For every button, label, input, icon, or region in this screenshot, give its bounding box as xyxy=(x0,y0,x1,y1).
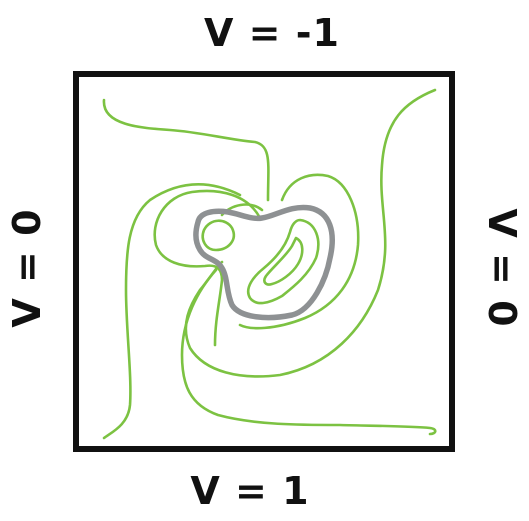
contour-line-outer-top-right xyxy=(184,88,437,378)
bottom-boundary-label: V = 1 xyxy=(190,469,309,513)
contour-line-right-lobe-ring xyxy=(246,218,320,305)
contour-line-inner-ring xyxy=(201,219,236,252)
left-boundary-label: V = 0 xyxy=(5,208,49,327)
contour-lines xyxy=(102,88,437,440)
contour-line-right-inner-loop xyxy=(263,236,304,286)
contour-line-upper-arc xyxy=(238,173,360,330)
contour-line-left-lobe-outer xyxy=(153,189,262,347)
contour-line-outer-top-left xyxy=(102,98,270,202)
right-boundary-label: V = 0 xyxy=(480,208,524,327)
top-boundary-label: V = -1 xyxy=(204,11,340,55)
highlighted-contour xyxy=(193,204,335,321)
boundary-square xyxy=(73,71,455,452)
contour-line-left-sweep xyxy=(102,183,242,440)
contour-line-bottom-sweep xyxy=(180,268,437,436)
